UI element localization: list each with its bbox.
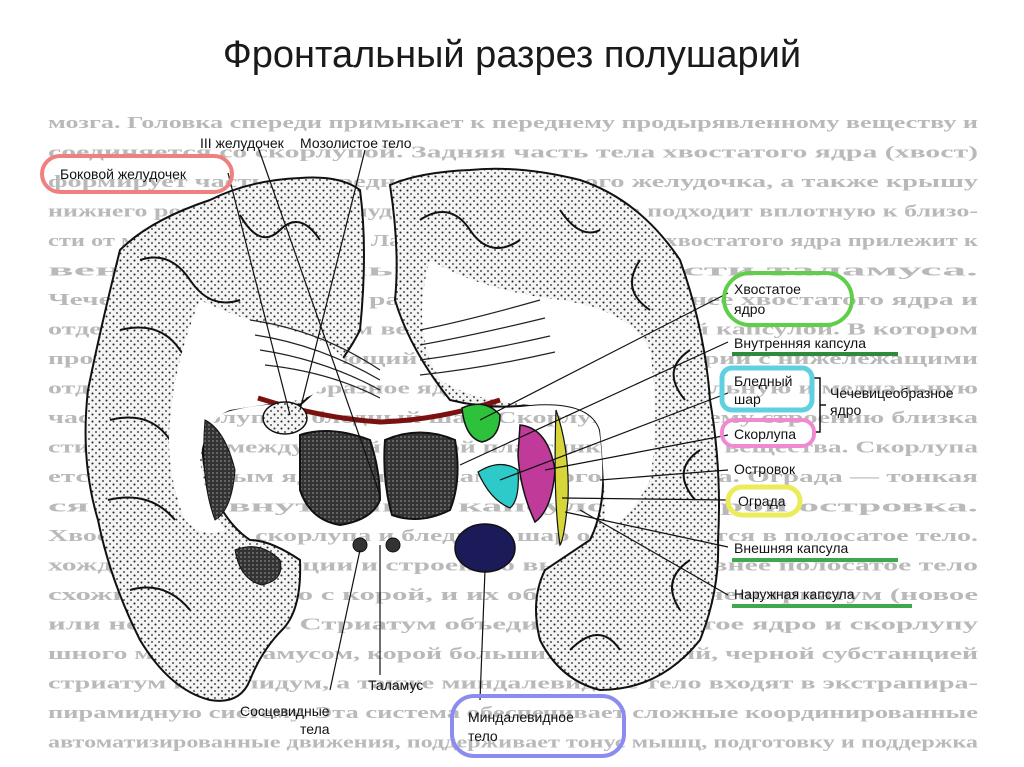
page-title: Фронтальный разрез полушарий (222, 34, 802, 76)
caudate-nucleus-shape (461, 403, 501, 443)
label-globus-line1: Бледный (734, 373, 792, 389)
mammillary-body-left (352, 537, 368, 553)
left-putamen-shape (203, 419, 236, 521)
left-hemisphere (84, 176, 381, 702)
leader-lines (227, 146, 729, 701)
label-caudate-line2: ядро (734, 301, 766, 317)
highlight-globus-pallidus (719, 365, 815, 413)
label-internal-capsule: Внутренняя капсула (734, 335, 866, 351)
claustrum-shape (554, 409, 569, 547)
label-corpus-callosum: Мозолистое тело (300, 135, 412, 151)
left-caudate-shape (262, 401, 308, 435)
label-extreme-capsule: Наружная капсула (734, 586, 855, 602)
label-mammillary-line2: тела (300, 721, 330, 737)
highlight-claustrum (725, 484, 803, 518)
highlight-amygdala (450, 694, 626, 758)
label-claustrum: Ограда (738, 493, 786, 509)
label-third-ventricle: III желудочек (200, 135, 285, 151)
background-text-line: ся между внутренней капсулой и корой ост… (48, 497, 978, 516)
highlight-caudate (722, 271, 854, 327)
label-lentiform-line2: ядро (830, 402, 862, 418)
right-hemisphere (388, 167, 720, 692)
background-text-line: мозга. Головка спереди примыкает к перед… (48, 113, 978, 132)
label-external-capsule: Внешняя капсула (734, 540, 849, 556)
background-text-line: сти разделена между собой тонкой пластин… (48, 438, 979, 457)
label-globus-line2: шар (734, 391, 761, 407)
label-putamen: Скорлупа (734, 426, 796, 442)
label-mammillary-line1: Сосцевидные (240, 703, 330, 719)
amygdala-shape (454, 523, 516, 573)
putamen-shape (517, 424, 556, 524)
background-text-line: стриатум и паллидум, а также миндалевидн… (48, 674, 979, 693)
globus-pallidus-shape (477, 463, 519, 509)
label-insula: Островок (734, 461, 796, 477)
left-amygdala-shape (234, 546, 282, 586)
background-text-line: автоматизированные движения, поддерживае… (48, 733, 979, 752)
mammillary-body-right (385, 537, 401, 553)
highlight-putamen (720, 418, 816, 448)
background-text-line: Хвостатое ядро, скорлупа и бледный шар о… (48, 526, 978, 545)
label-amygdala-line1: Миндалевидное (468, 709, 574, 725)
highlight-lateral-ventricle (40, 154, 234, 194)
background-text-line: шного мозга, таламусом, корой больших по… (48, 644, 978, 663)
label-amygdala-line2: тело (468, 728, 498, 744)
label-lateral-ventricle: Боковой желудочек (60, 166, 187, 182)
label-caudate-line1: Хвостатое (734, 281, 801, 297)
label-thalamus: Таламус (368, 677, 423, 693)
background-text-line: соединяется со скорлупой. Задняя часть т… (48, 143, 978, 162)
label-lentiform-line1: Чечевицеобразное (830, 385, 954, 401)
background-text-line: пирамидную систему. Эта система обеспечи… (48, 703, 979, 722)
thalamus-shape (299, 430, 459, 527)
